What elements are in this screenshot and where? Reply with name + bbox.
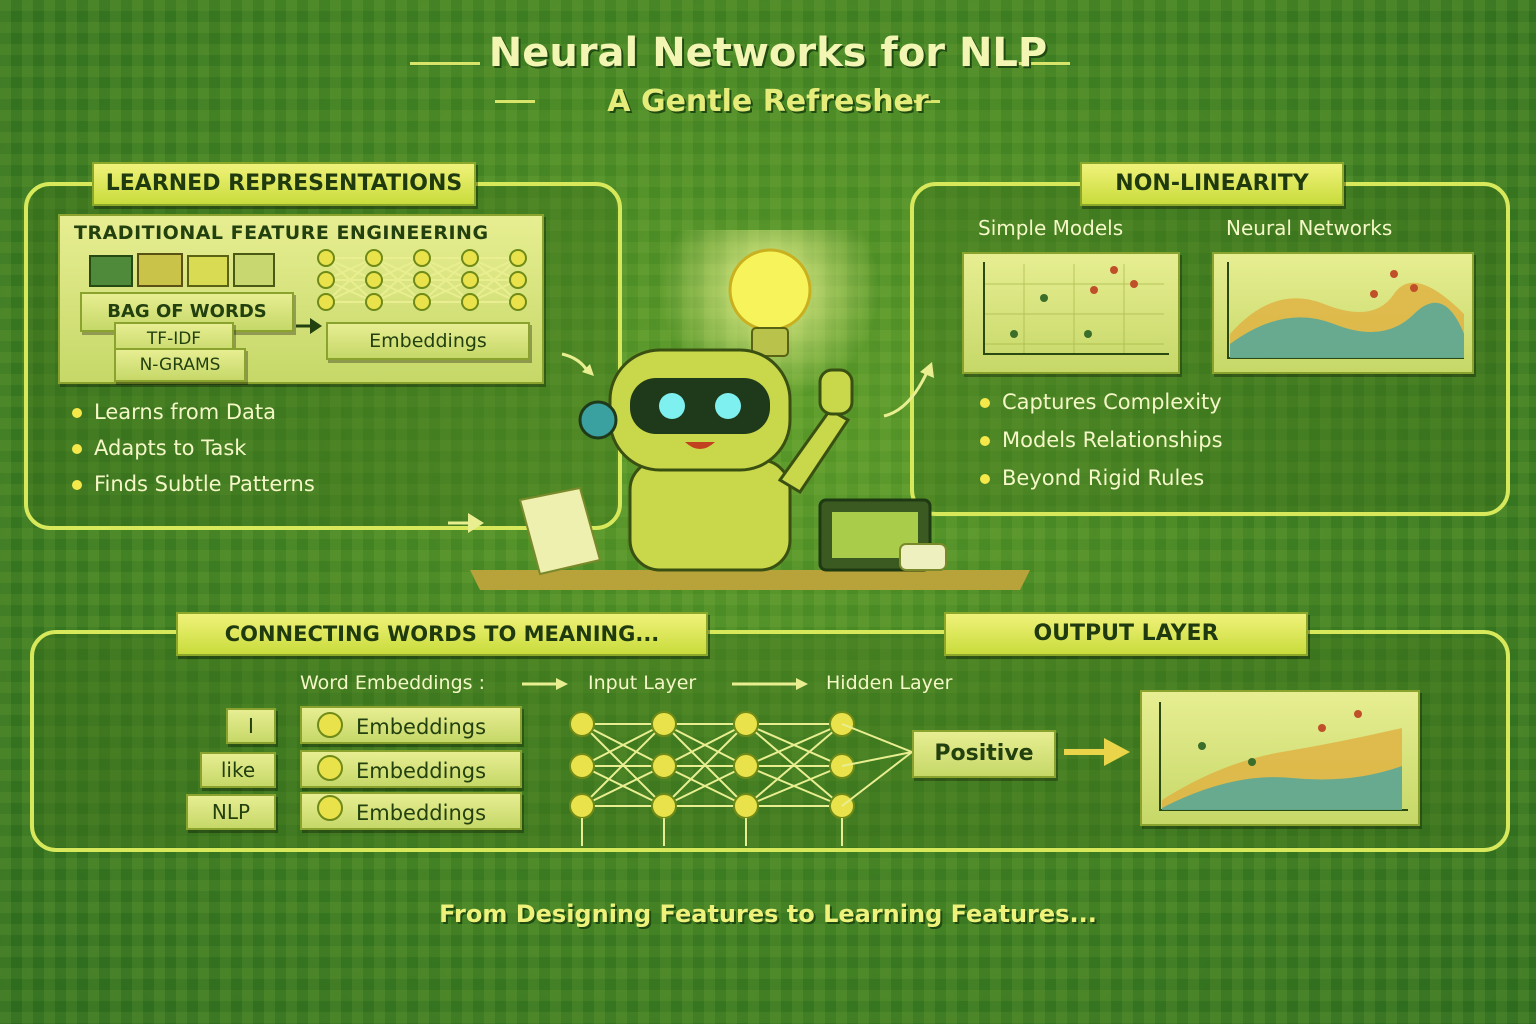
flow-word-embeddings: Word Embeddings : [300, 672, 485, 694]
network-edge [663, 765, 747, 807]
arrow-right-icon [730, 676, 810, 692]
output-layer-plot [1140, 690, 1420, 826]
word-token-nlp: NLP [186, 794, 276, 830]
output-layer-banner: OUTPUT LAYER [944, 612, 1308, 656]
subtitle-rule-right [900, 100, 940, 103]
network-node [569, 753, 595, 779]
network-node [733, 711, 759, 737]
network-edge [421, 257, 471, 303]
arrow-right-icon [294, 314, 324, 338]
word-token-i: I [226, 708, 276, 744]
title-rule-right [1000, 62, 1070, 65]
network-node [733, 793, 759, 819]
learned-bullet-3: Finds Subtle Patterns [72, 472, 315, 496]
page-subtitle: A Gentle Refresher [607, 84, 929, 119]
network-node [413, 271, 431, 289]
embedding-node [317, 712, 343, 738]
network-node [651, 711, 677, 737]
arrow-right-icon [1062, 734, 1132, 770]
bullet-dot-icon [72, 444, 82, 454]
network-node [365, 271, 383, 289]
simple-models-label: Simple Models [978, 216, 1124, 240]
output-edge [841, 751, 913, 807]
traditional-feature-label: TRADITIONAL FEATURE ENGINEERING [74, 222, 489, 244]
network-edge [325, 257, 375, 303]
network-edge [745, 723, 843, 807]
network-node [461, 293, 479, 311]
embedding-node [317, 755, 343, 781]
simple-models-plot [962, 252, 1180, 374]
document-stack-icon [88, 252, 278, 288]
neural-networks-plot [1212, 252, 1474, 374]
connecting-words-banner: CONNECTING WORDS TO MEANING... [176, 612, 708, 656]
network-node [365, 293, 383, 311]
network-edge [373, 257, 423, 303]
network-node [651, 753, 677, 779]
bullet-dot-icon [72, 480, 82, 490]
network-node [413, 249, 431, 267]
network-edge [581, 723, 665, 767]
subtitle-rule-left [495, 100, 535, 103]
neural-networks-label: Neural Networks [1226, 216, 1393, 240]
network-node [461, 249, 479, 267]
feature-n-grams: N-GRAMS [114, 348, 246, 382]
arrow-up-right-icon [880, 360, 940, 420]
title-rule-left [410, 62, 480, 65]
network-edge [581, 765, 665, 807]
network-node [365, 249, 383, 267]
network-node [569, 793, 595, 819]
arrow-right-icon [560, 350, 600, 380]
word-token-like: like [200, 752, 276, 788]
network-edge [745, 765, 843, 807]
output-edge [841, 723, 913, 753]
arrow-right-icon [446, 508, 486, 538]
network-node [317, 271, 335, 289]
network-node [651, 793, 677, 819]
network-node [317, 293, 335, 311]
non-linearity-banner: NON-LINEARITY [1080, 162, 1344, 206]
robot-illustration [460, 180, 1030, 590]
page-title: Neural Networks for NLP [488, 30, 1048, 76]
flow-hidden-layer: Hidden Layer [826, 672, 953, 694]
output-value-positive: Positive [912, 730, 1056, 778]
network-node [509, 293, 527, 311]
neural-network-diagram [270, 700, 920, 860]
network-node [569, 711, 595, 737]
nonlinearity-bullet-1: Captures Complexity [980, 390, 1222, 414]
bullet-dot-icon [72, 408, 82, 418]
nonlinearity-bullet-2: Models Relationships [980, 428, 1223, 452]
network-node [509, 271, 527, 289]
output-edge [841, 751, 913, 767]
learned-bullet-2: Adapts to Task [72, 436, 246, 460]
network-node [733, 753, 759, 779]
nonlinearity-bullet-3: Beyond Rigid Rules [980, 466, 1204, 490]
network-edge [581, 723, 665, 807]
embeddings-label: Embeddings [326, 322, 530, 360]
network-node [317, 249, 335, 267]
footer-tagline: From Designing Features to Learning Feat… [439, 900, 1097, 928]
network-edge [745, 723, 843, 767]
network-edge [663, 723, 747, 807]
arrow-right-icon [520, 676, 570, 692]
learned-representations-banner: LEARNED REPRESENTATIONS [92, 162, 476, 206]
bullet-dot-icon [980, 436, 990, 446]
network-edge [469, 257, 519, 303]
network-node [413, 293, 431, 311]
learned-bullet-1: Learns from Data [72, 400, 276, 424]
network-edge [663, 723, 747, 767]
embedding-node [317, 795, 343, 821]
bullet-dot-icon [980, 474, 990, 484]
bullet-dot-icon [980, 398, 990, 408]
network-node [509, 249, 527, 267]
network-mini-diagram [310, 244, 532, 316]
flow-input-layer: Input Layer [588, 672, 697, 694]
network-node [461, 271, 479, 289]
